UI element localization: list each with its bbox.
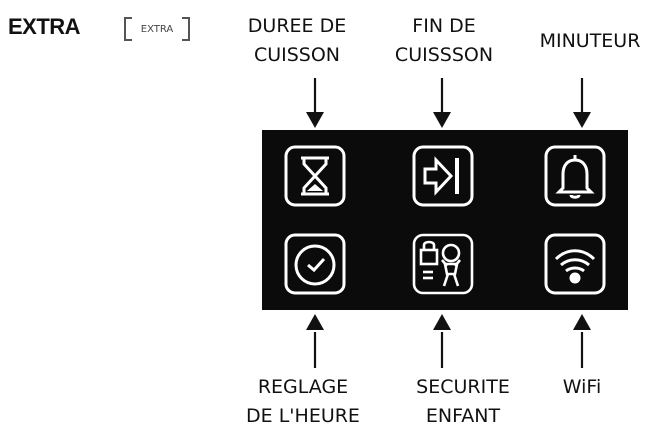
clock-icon[interactable] <box>283 232 347 296</box>
arrowhead-minuteur <box>573 112 591 128</box>
arrowhead-securite <box>433 314 451 330</box>
label-duree-line-2: CUISSON <box>253 44 341 66</box>
bell-icon[interactable] <box>543 144 607 208</box>
label-minuteur-line-1: MINUTEUR <box>539 30 641 52</box>
arrowhead-duree <box>306 112 324 128</box>
label-fin-line-2: CUISSSON <box>394 44 494 66</box>
label-reglage-line-1: REGLAGE <box>257 376 349 398</box>
label-minuteur: MINUTEUR <box>505 27 656 56</box>
control-panel <box>262 130 628 310</box>
label-securite-line-2: ENFANT <box>425 405 501 427</box>
label-wifi: WiFi <box>497 373 656 402</box>
label-securite-enfant: SECURITE ENFANT <box>378 373 548 431</box>
hourglass-icon[interactable] <box>283 144 347 208</box>
wifi-icon[interactable] <box>543 232 607 296</box>
label-reglage-de-l-heure: REGLAGE DE L'HEURE <box>218 373 388 431</box>
label-reglage-line-2: DE L'HEURE <box>246 405 360 427</box>
label-wifi-line-1: WiFi <box>562 376 602 398</box>
page-title: EXTRA <box>8 14 81 39</box>
label-duree-line-1: DUREE DE <box>247 15 347 37</box>
label-fin-de-cuisson: FIN DE CUISSSON <box>359 12 529 70</box>
child-lock-icon[interactable] <box>411 232 475 296</box>
label-securite-line-1: SECURITE <box>416 376 510 398</box>
extra-badge: EXTRA <box>124 14 190 44</box>
label-duree-de-cuisson: DUREE DE CUISSON <box>212 12 382 70</box>
arrowhead-reglage <box>306 314 324 330</box>
label-fin-line-1: FIN DE <box>412 15 476 37</box>
end-time-icon[interactable] <box>411 144 475 208</box>
arrowhead-fin <box>433 112 451 128</box>
arrowhead-wifi <box>573 314 591 330</box>
